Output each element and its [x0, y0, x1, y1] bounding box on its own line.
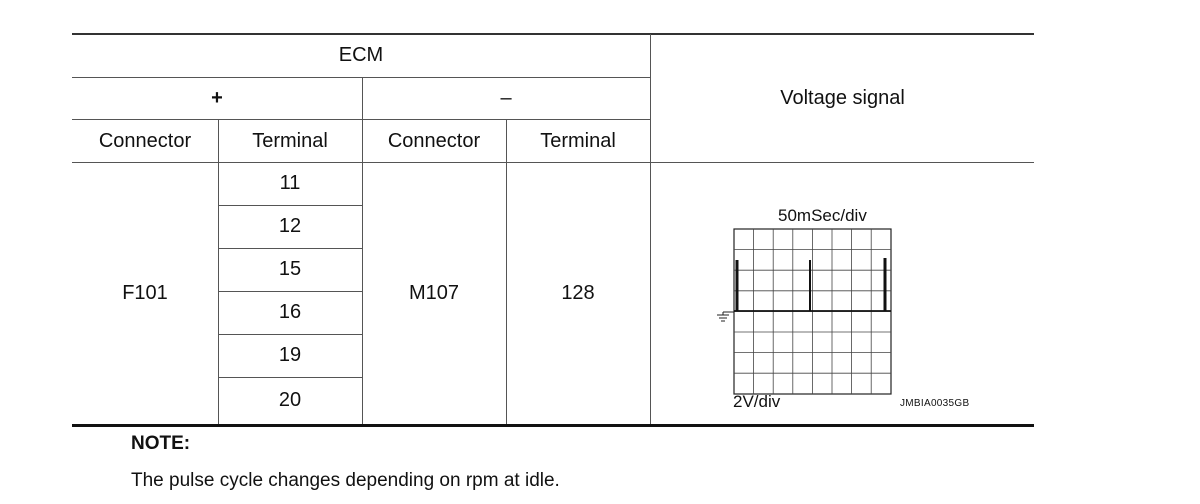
minus-header: – — [500, 87, 512, 109]
column-divider — [650, 34, 651, 424]
terminal-cell: 16 — [278, 301, 302, 323]
plus-connector-header: Connector — [98, 129, 192, 152]
minus-terminal-value: 128 — [561, 282, 595, 304]
terminal-cell: 11 — [279, 172, 301, 194]
terminal-row-divider — [218, 291, 362, 292]
plus-connector-value: F101 — [122, 282, 168, 304]
minus-terminal-header: Terminal — [540, 129, 616, 152]
table-top-rule — [72, 33, 1034, 35]
terminal-cell: 20 — [278, 389, 302, 411]
terminal-row-divider — [218, 377, 362, 378]
terminal-row-divider — [218, 248, 362, 249]
ecm-header: ECM — [338, 44, 384, 66]
plus-header: + — [211, 87, 223, 109]
header-body-divider — [72, 162, 1034, 163]
note-title: NOTE: — [131, 433, 191, 454]
terminal-cell: 15 — [278, 258, 302, 280]
time-scale-label: 50mSec/div — [778, 206, 867, 225]
terminal-row-divider — [218, 205, 362, 206]
column-divider — [362, 77, 363, 424]
minus-connector-value: M107 — [408, 282, 460, 304]
table-bottom-rule — [72, 424, 1034, 427]
figure-code-label: JMBIA0035GB — [900, 398, 970, 409]
voltage-scale-label: 2V/div — [733, 392, 781, 411]
column-divider — [218, 119, 219, 424]
header-row-divider — [72, 77, 650, 78]
terminal-cell: 12 — [278, 215, 302, 237]
oscilloscope-grid — [717, 228, 892, 395]
header-row-divider — [72, 119, 650, 120]
note-text: The pulse cycle changes depending on rpm… — [131, 470, 560, 491]
oscilloscope-figure: 50mSec/div 2V/div JMBIA0035GB — [700, 202, 1020, 417]
plus-terminal-header: Terminal — [252, 129, 328, 152]
terminal-cell: 19 — [278, 344, 302, 366]
column-divider — [506, 119, 507, 424]
voltage-signal-header: Voltage signal — [780, 86, 905, 109]
minus-connector-header: Connector — [387, 129, 481, 152]
terminal-row-divider — [218, 334, 362, 335]
